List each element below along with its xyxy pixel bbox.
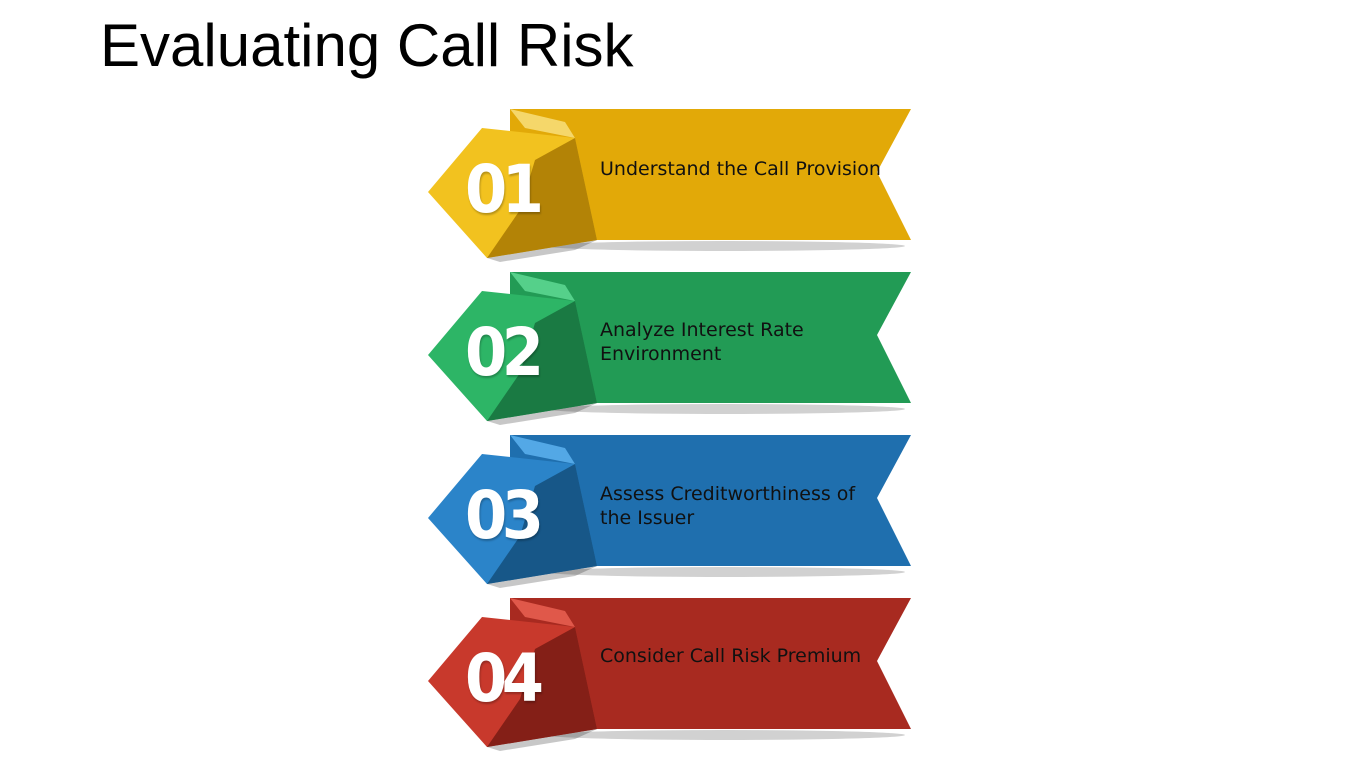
step-1-arrow-facet xyxy=(487,138,597,258)
step-2-arrow-facet xyxy=(487,301,597,421)
step-2-ribbon-shape xyxy=(428,272,911,425)
step-1-text: Understand the Call Provision xyxy=(600,158,881,180)
step-2-arrow-edge xyxy=(487,403,597,425)
step-4-number: 04 xyxy=(465,640,544,717)
step-3-text: Assess Creditworthiness of the Issuer xyxy=(600,483,856,529)
step-2-ribbon-fold xyxy=(510,272,575,301)
step-1-ribbon-fold xyxy=(510,109,575,138)
step-2-text: Analyze Interest Rate Environment xyxy=(600,319,804,365)
step-1-ribbon-shape xyxy=(428,109,911,262)
step-1-arrow-edge xyxy=(487,240,597,262)
step-3-ribbon-shape xyxy=(428,435,911,588)
page-title: Evaluating Call Risk xyxy=(100,12,634,79)
step-4: 04 Consider Call Risk Premium xyxy=(425,589,915,751)
step-4-ribbon-fold xyxy=(510,598,575,627)
step-1-number: 01 xyxy=(465,151,544,228)
step-3-arrow-edge xyxy=(487,566,597,588)
step-2-shadow xyxy=(545,404,905,414)
step-2: 02 Analyze Interest Rate Environment xyxy=(425,263,915,425)
step-3: 03 Assess Creditworthiness of the Issuer xyxy=(425,426,915,588)
step-3-ribbon-body xyxy=(510,435,911,566)
step-4-ribbon-shape xyxy=(428,598,911,751)
step-1-ribbon-body xyxy=(510,109,911,240)
step-4-text: Consider Call Risk Premium xyxy=(600,645,862,667)
step-1: 01 Understand the Call Provision xyxy=(425,100,915,262)
step-3-number: 03 xyxy=(465,477,544,554)
step-4-ribbon-body xyxy=(510,598,911,729)
step-3-ribbon-fold xyxy=(510,435,575,464)
step-3-arrow-facet xyxy=(487,464,597,584)
step-2-ribbon-body xyxy=(510,272,911,403)
step-4-arrow-edge xyxy=(487,729,597,751)
step-1-shadow xyxy=(545,241,905,251)
step-2-number: 02 xyxy=(465,314,544,391)
step-3-shadow xyxy=(545,567,905,577)
step-4-arrow-facet xyxy=(487,627,597,747)
step-4-shadow xyxy=(545,730,905,740)
